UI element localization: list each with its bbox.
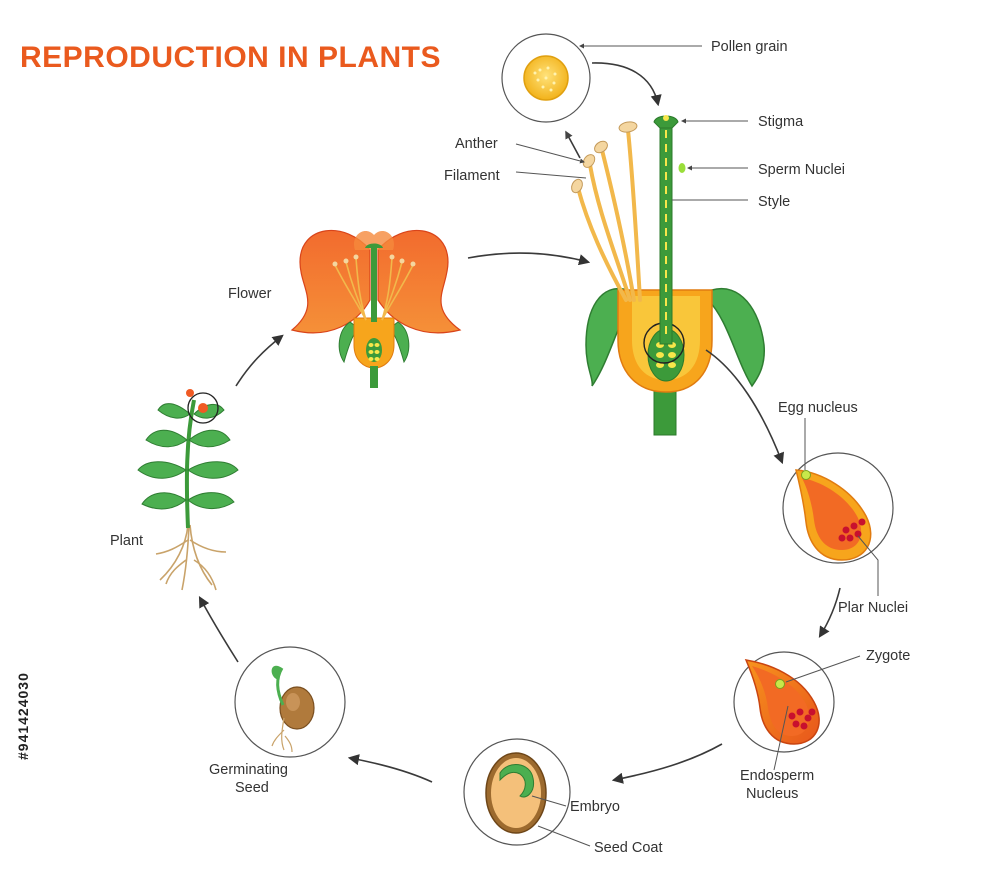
label-sperm-nuclei: Sperm Nuclei [758, 162, 845, 178]
label-zygote: Zygote [866, 648, 910, 664]
arrow-endosperm-to-seed [611, 743, 723, 784]
zygote-illustration [733, 651, 835, 753]
label-seed-coat: Seed Coat [594, 840, 663, 856]
ovule-illustration [782, 452, 894, 564]
zygote-leader [785, 655, 861, 683]
plant-illustration [137, 389, 239, 591]
seed-illustration [463, 738, 571, 846]
label-pollen-grain: Pollen grain [711, 39, 788, 55]
label-germinating-line2: Seed [235, 780, 269, 796]
anther-leader [515, 143, 585, 164]
label-flower: Flower [228, 286, 272, 302]
flower-illustration [290, 229, 462, 388]
label-style: Style [758, 194, 790, 210]
page-title: REPRODUCTION IN PLANTS [20, 41, 441, 74]
arrow-pollen-to-stigma [591, 62, 662, 107]
side-id-text: #941424030 [15, 672, 31, 760]
filament-leader [515, 171, 587, 179]
arrow-plant-to-flower [235, 334, 284, 387]
label-germinating-line1: Germinating [209, 762, 288, 778]
label-plar-nuclei: Plar Nuclei [838, 600, 908, 616]
label-embryo: Embryo [570, 799, 620, 815]
arrow-seed-to-germinating [347, 754, 433, 783]
seed-coat-leader [537, 825, 591, 847]
label-plant: Plant [110, 533, 143, 549]
arrow-seed-to-plant [198, 596, 239, 663]
arrow-ovary-to-ovule [705, 349, 785, 465]
flower-cross-section [571, 115, 765, 436]
arrow-egg-to-zygote [818, 587, 841, 638]
germinating-seed-illustration [234, 646, 346, 758]
label-anther: Anther [455, 136, 498, 152]
sperm-nucleus-marker [678, 163, 686, 173]
label-endosperm-line1: Endosperm [740, 768, 814, 784]
endosperm-leader [773, 705, 789, 771]
label-filament: Filament [444, 168, 500, 184]
embryo-leader [531, 795, 567, 807]
arrow-flower-to-section [467, 252, 591, 266]
plar-nuclei-leader [857, 535, 879, 596]
pollen-grain-illustration [501, 33, 591, 123]
label-stigma: Stigma [758, 114, 804, 130]
arrow-anther-to-pollen [565, 130, 581, 159]
label-egg-nucleus: Egg nucleus [778, 400, 858, 416]
label-endosperm-line2: Nucleus [746, 786, 798, 802]
